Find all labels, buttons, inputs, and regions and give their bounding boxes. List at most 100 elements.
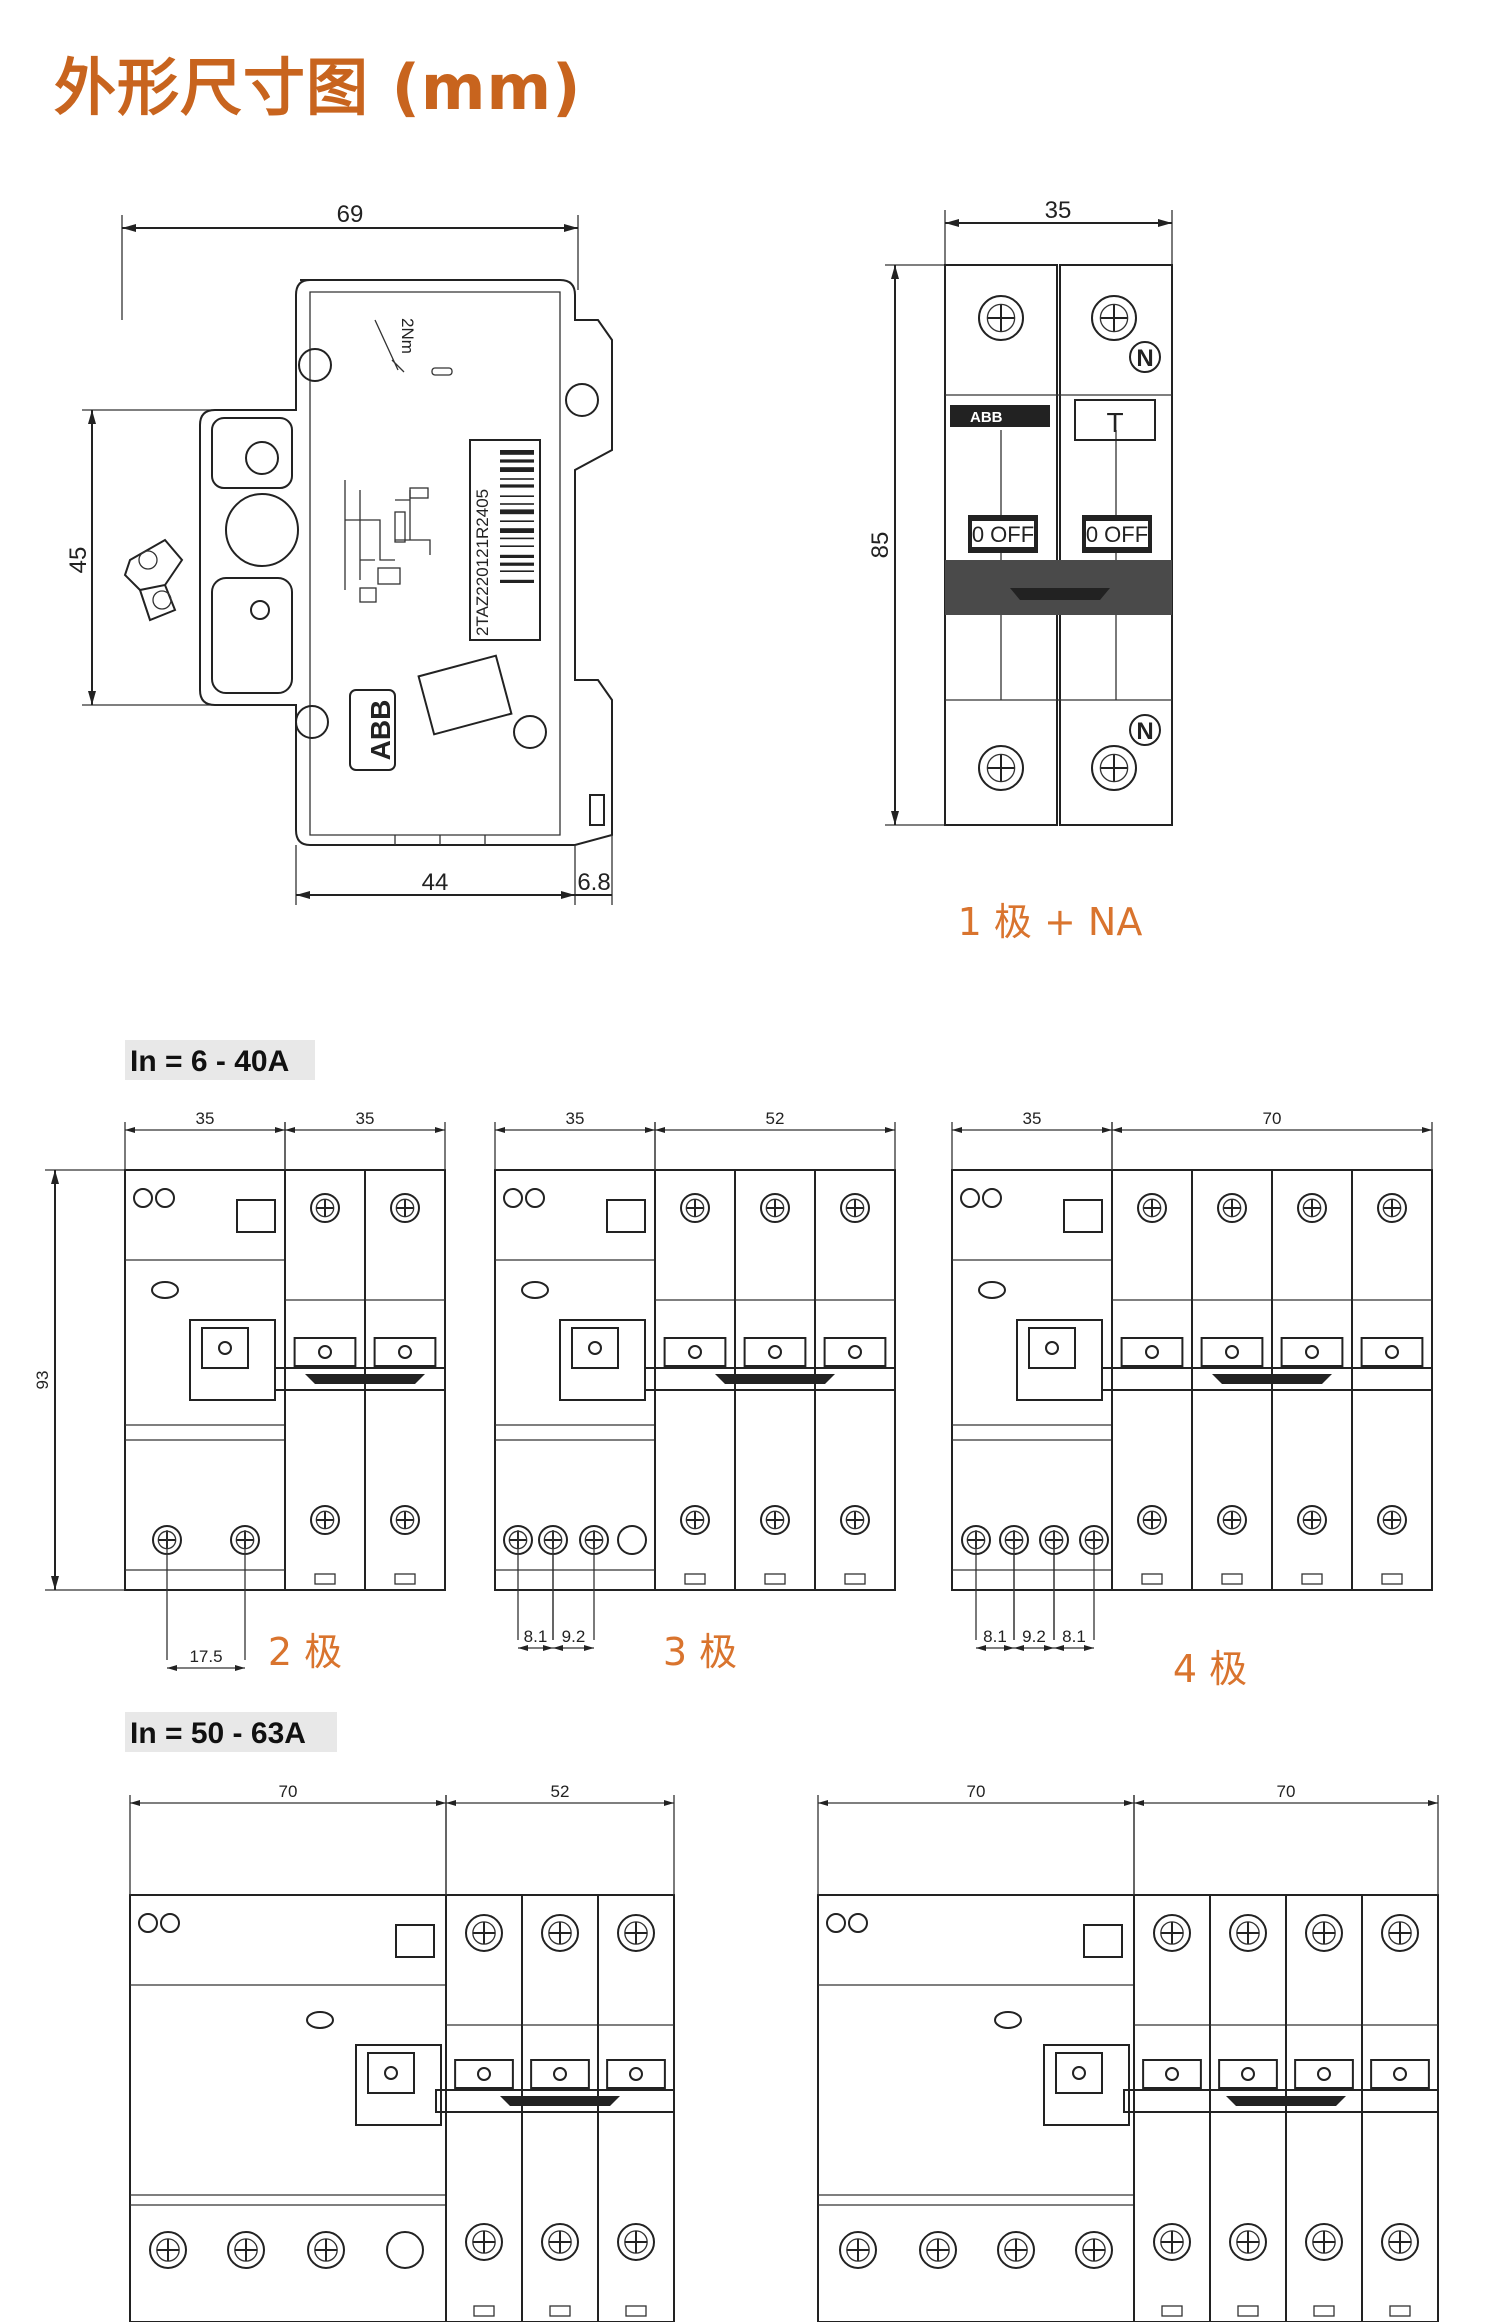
dimension-arrow bbox=[1084, 1645, 1094, 1651]
module-toggle-dot bbox=[398, 1345, 412, 1359]
indicator-dot bbox=[160, 1913, 180, 1933]
dimension-arrow bbox=[125, 1127, 135, 1133]
terminal-screw-inner bbox=[926, 2238, 950, 2262]
indicator-dot bbox=[826, 1913, 846, 1933]
indicator-dot bbox=[503, 1188, 523, 1208]
handle-bar bbox=[644, 1367, 896, 1391]
terminal-screw-cross bbox=[1083, 2239, 1105, 2261]
terminal-screw-cross bbox=[549, 2231, 571, 2253]
toggle-off-label-2: 0 OFF bbox=[1086, 522, 1148, 547]
terminal-screw bbox=[310, 1505, 340, 1535]
terminal-screw-inner bbox=[395, 1510, 415, 1530]
terminal-screw-inner bbox=[1302, 1510, 1322, 1530]
barcode-bar bbox=[500, 484, 534, 488]
din-slot bbox=[394, 1573, 416, 1585]
indicator-dot bbox=[982, 1188, 1002, 1208]
section-header-6-40: In = 6 - 40A bbox=[130, 1045, 289, 1078]
terminal-screw-cross bbox=[549, 1922, 571, 1944]
handle-bar bbox=[1101, 1367, 1433, 1391]
dimension-arrow bbox=[655, 1127, 665, 1133]
dimension-value: 8.1 bbox=[1062, 1627, 1086, 1646]
terminal-screw-inner bbox=[1388, 1921, 1412, 1945]
test-symbol bbox=[521, 1281, 549, 1299]
dimension-arrow bbox=[1134, 1800, 1144, 1806]
rcd-lever-frame bbox=[355, 2044, 442, 2126]
dimension-value: 35 bbox=[566, 1109, 585, 1128]
terminal-screw-cross bbox=[1303, 1511, 1321, 1529]
din-slot bbox=[314, 1573, 336, 1585]
barcode bbox=[500, 450, 534, 583]
terminal-screw bbox=[1305, 1914, 1343, 1952]
terminal-screw-cross bbox=[316, 1199, 334, 1217]
module-toggle bbox=[1200, 1337, 1264, 1367]
module-toggle bbox=[1142, 2059, 1202, 2089]
barcode-bar bbox=[500, 495, 534, 497]
terminal-screw bbox=[1381, 1914, 1419, 1952]
module-toggle bbox=[454, 2059, 514, 2089]
dimension-value: 8.1 bbox=[524, 1627, 548, 1646]
terminal-screw-inner bbox=[548, 2230, 572, 2254]
barcode-bar bbox=[500, 450, 534, 455]
terminal-screw-cross bbox=[766, 1199, 784, 1217]
dimension-arrow bbox=[1044, 1645, 1054, 1651]
din-slot bbox=[1381, 1573, 1403, 1585]
terminal-screw-cross bbox=[847, 2239, 869, 2261]
module-toggle-dot bbox=[553, 2067, 567, 2081]
terminal-screw-inner bbox=[1160, 2230, 1184, 2254]
terminal-screw bbox=[149, 2231, 187, 2269]
terminal-screw bbox=[465, 2223, 503, 2261]
terminal-screw bbox=[1377, 1505, 1407, 1535]
module-toggle bbox=[606, 2059, 666, 2089]
terminal-screw-cross bbox=[316, 1511, 334, 1529]
terminal-screw-cross bbox=[846, 1199, 864, 1217]
barcode-bar bbox=[500, 537, 534, 540]
lever-dot bbox=[218, 1341, 232, 1355]
terminal-screw-cross bbox=[1383, 1511, 1401, 1529]
side-height-dim: 45 bbox=[65, 547, 92, 574]
handle-bar bbox=[274, 1367, 446, 1391]
terminal-screw-cross bbox=[625, 1922, 647, 1944]
terminal-screw bbox=[997, 2231, 1035, 2269]
blank-terminal bbox=[386, 2231, 424, 2269]
terminal-screw-cross bbox=[473, 2231, 495, 2253]
din-slot bbox=[625, 2305, 647, 2317]
terminal-screw-cross bbox=[396, 1199, 414, 1217]
rcd-lever-frame bbox=[1016, 1319, 1103, 1401]
dimension-arrow bbox=[885, 1127, 895, 1133]
barcode-bar bbox=[500, 579, 534, 583]
terminal-screw-inner bbox=[624, 2230, 648, 2254]
din-slot bbox=[1237, 2305, 1259, 2317]
test-symbol bbox=[151, 1281, 179, 1299]
terminal-screw-inner bbox=[685, 1198, 705, 1218]
terminal-screw-cross bbox=[987, 304, 1015, 332]
n-marker-bottom: N bbox=[1136, 718, 1153, 745]
terminal-screw-cross bbox=[1313, 2231, 1335, 2253]
test-button bbox=[1063, 1199, 1103, 1233]
dimension-arrow bbox=[1054, 1645, 1064, 1651]
dimension-value: 35 bbox=[356, 1109, 375, 1128]
module-toggle bbox=[823, 1337, 887, 1367]
front-screws bbox=[978, 295, 1137, 791]
terminal-screw-cross bbox=[1100, 754, 1128, 782]
height-dim-93: 93 bbox=[33, 1371, 52, 1390]
dimension-value: 70 bbox=[1263, 1109, 1282, 1128]
lever-dot bbox=[1045, 1341, 1059, 1355]
side-view: 69 45 2Nm bbox=[65, 201, 613, 905]
dimension-value: 70 bbox=[967, 1782, 986, 1801]
section-header-50-63: In = 50 - 63A bbox=[130, 1717, 306, 1750]
dimension-arrow bbox=[553, 1645, 563, 1651]
handle-grip bbox=[1212, 1374, 1332, 1384]
n-marker-top: N bbox=[1136, 345, 1153, 372]
test-button-label: T bbox=[1106, 407, 1123, 438]
dimension-arrow bbox=[645, 1127, 655, 1133]
dimension-arrow bbox=[1112, 1127, 1122, 1133]
module-toggle-dot bbox=[1241, 2067, 1255, 2081]
module-toggle bbox=[1280, 1337, 1344, 1367]
side-rail-dim: 6.8 bbox=[577, 869, 610, 896]
module-toggle bbox=[743, 1337, 807, 1367]
din-slot bbox=[764, 1573, 786, 1585]
terminal-screw-inner bbox=[548, 1921, 572, 1945]
terminal-screw-cross bbox=[1389, 1922, 1411, 1944]
terminal-screw-inner bbox=[845, 1198, 865, 1218]
